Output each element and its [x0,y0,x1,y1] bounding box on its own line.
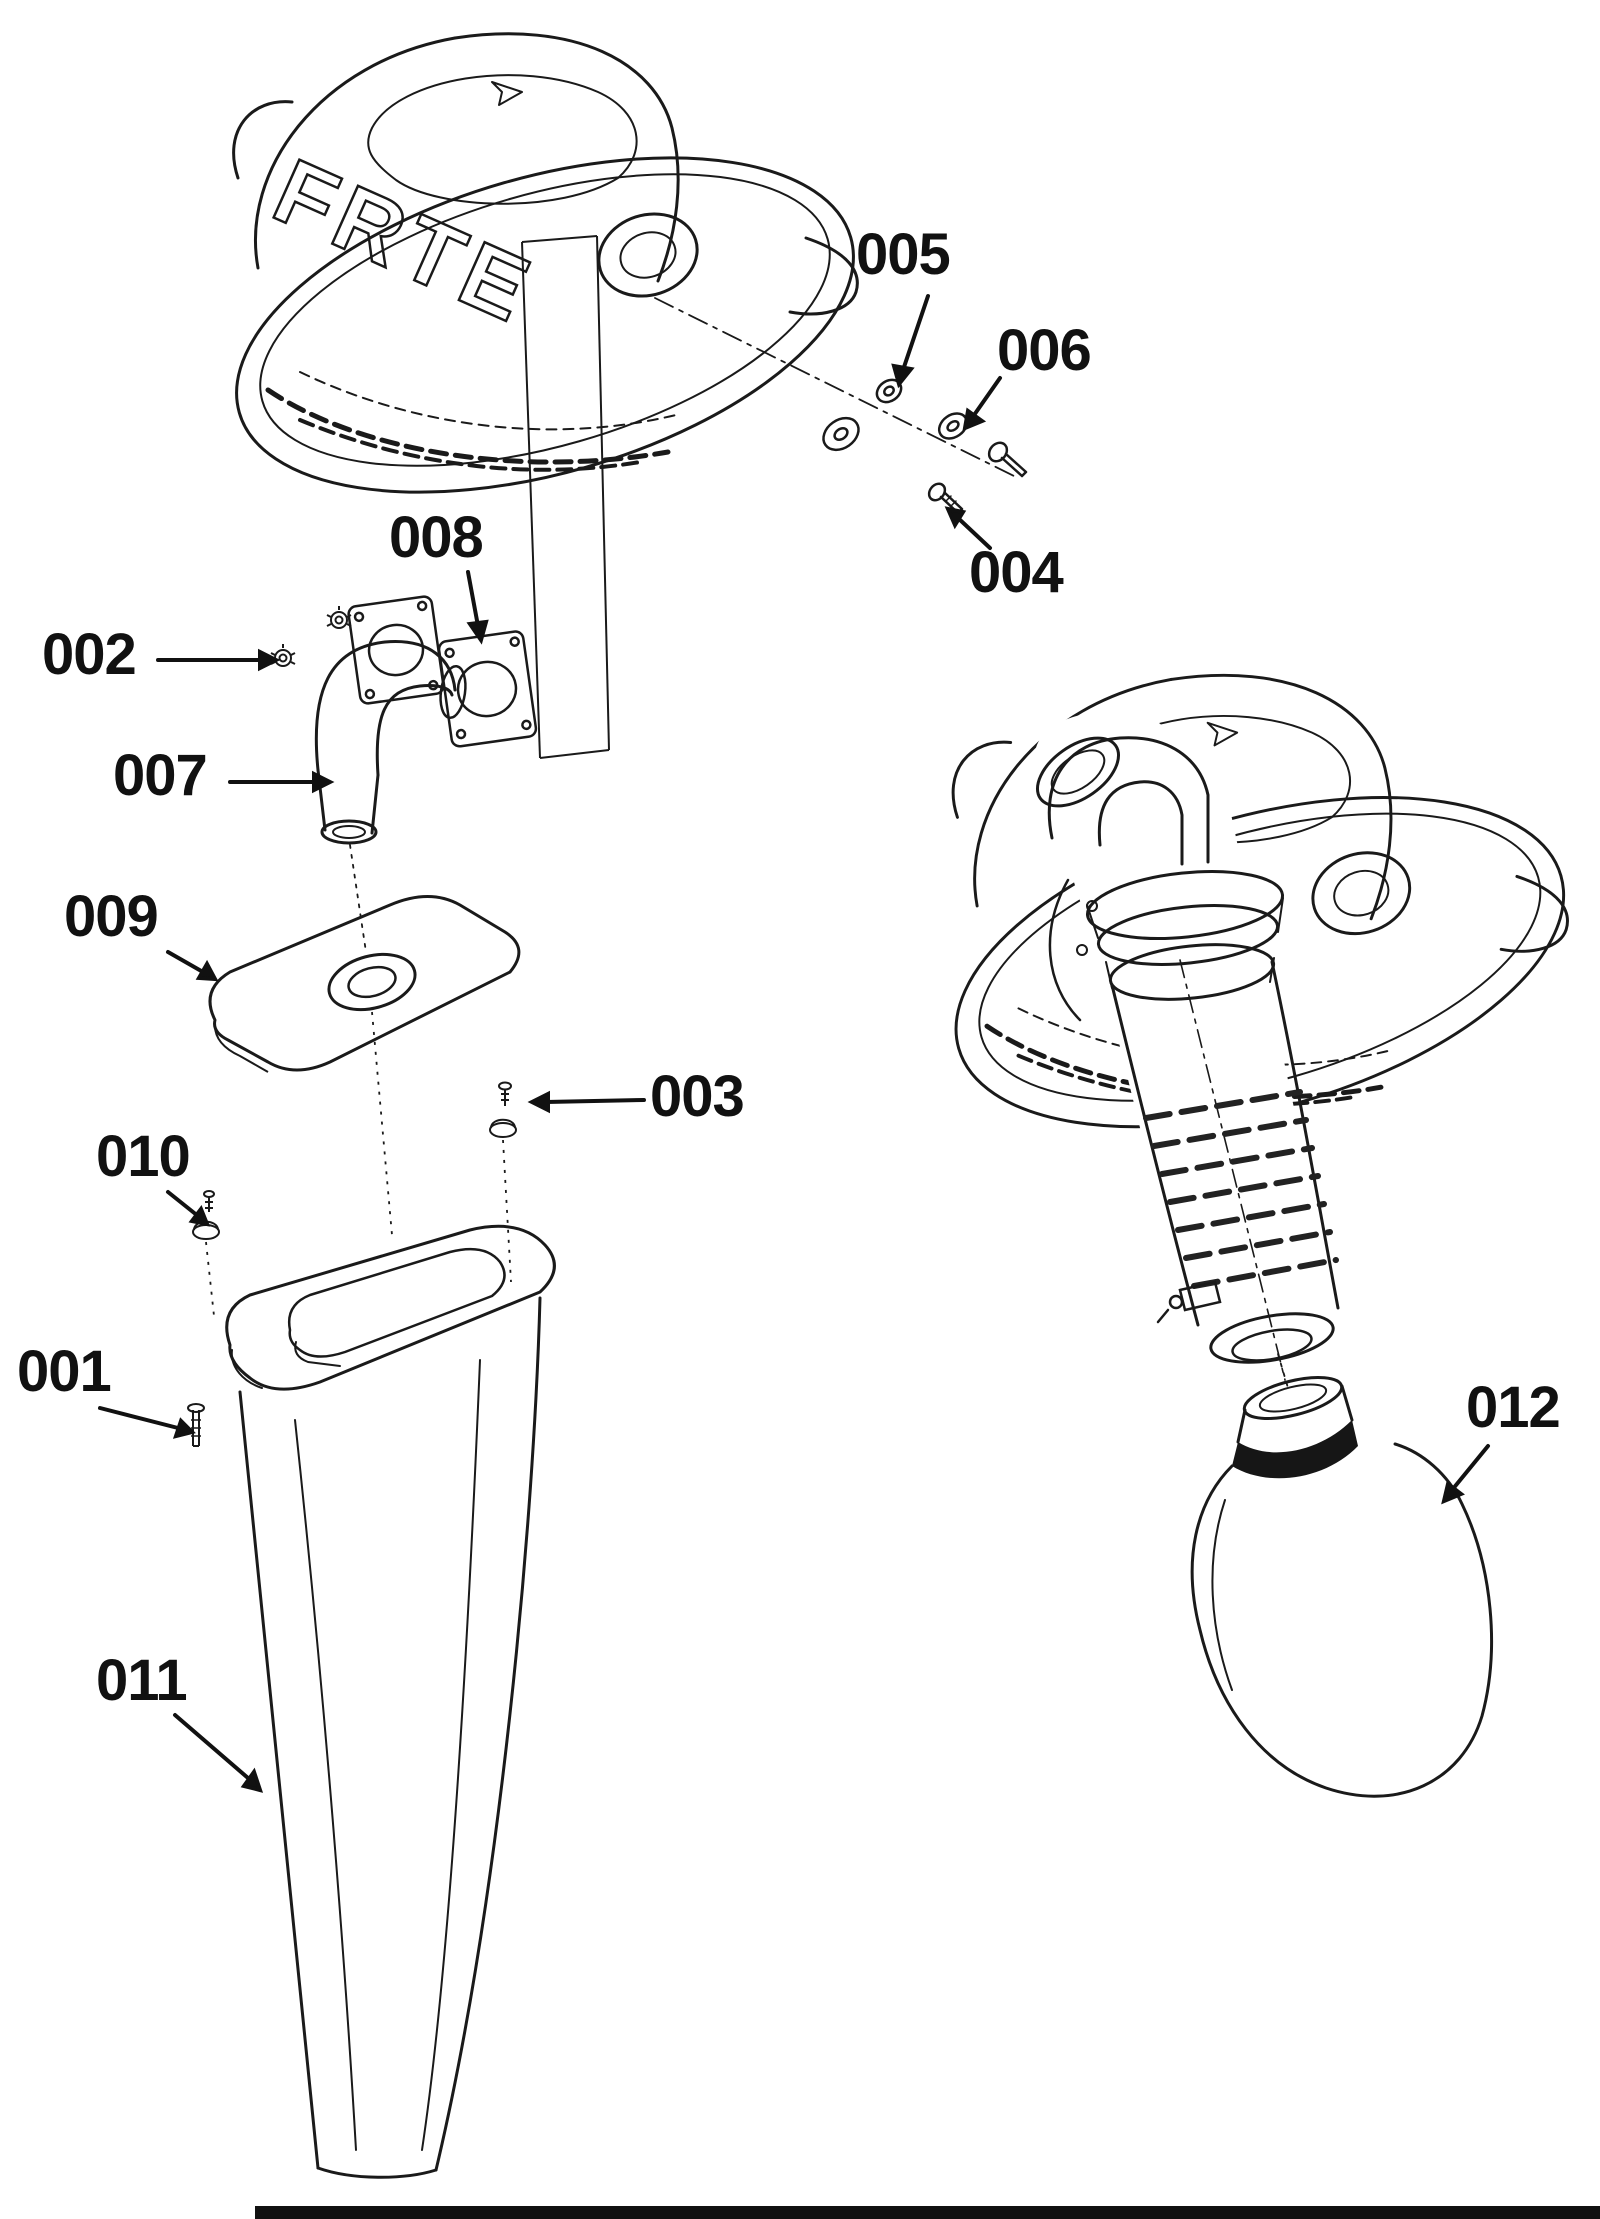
part-label-007: 007 [113,743,208,808]
hardware-010 [192,1190,220,1317]
part-label-005: 005 [856,222,951,287]
bolt-001 [187,1403,205,1447]
housing-brand-text: FRTE [260,140,550,344]
arrow-004 [944,506,992,550]
arrow-007 [228,770,335,794]
hardware-003 [489,1081,517,1283]
part-label-010: 010 [96,1124,191,1189]
fastener-stack [654,297,1028,515]
arrow-008 [466,570,489,645]
jug-012 [1190,1376,1493,1798]
assembled-elbow [1035,736,1210,866]
occluder [1034,711,1342,1362]
part-label-002: 002 [42,622,137,687]
arrow-001 [98,1406,196,1439]
impeller-motor-unit [1048,870,1340,1389]
flange-plates-008 [347,595,538,748]
arrow-006 [962,376,1002,432]
part-label-009: 009 [64,884,159,949]
arrow-005 [891,294,930,389]
part-label-011: 011 [96,1648,188,1713]
arrow-011 [173,1713,264,1793]
arrow-012 [1441,1444,1490,1505]
part-label-004: 004 [969,540,1064,605]
arrow-003 [527,1090,646,1114]
nuts-002 [270,606,352,667]
part-label-006: 006 [997,318,1092,383]
part-label-003: 003 [650,1064,745,1129]
screw-004 [927,482,964,515]
assembled-view [919,675,1600,1389]
part-label-012: 012 [1466,1375,1561,1440]
washer-large [822,416,860,452]
bottom-border-bar [255,2206,1600,2219]
arrow-010 [166,1190,211,1227]
clamp [1156,1280,1222,1324]
jug-band [1232,1420,1358,1479]
vent-slots [1143,1089,1339,1289]
adapter-plate-009 [208,895,521,1236]
projection-panel [521,235,610,759]
collection-bag-011 [225,1224,556,2179]
bolt-small [987,441,1028,478]
arrow-009 [166,950,219,982]
elbow-duct-007 [314,640,467,953]
part-label-008: 008 [389,505,484,570]
part-label-001: 001 [17,1339,112,1404]
top-cover-drawing: FRTE [199,34,892,555]
arrow-002 [156,648,281,672]
